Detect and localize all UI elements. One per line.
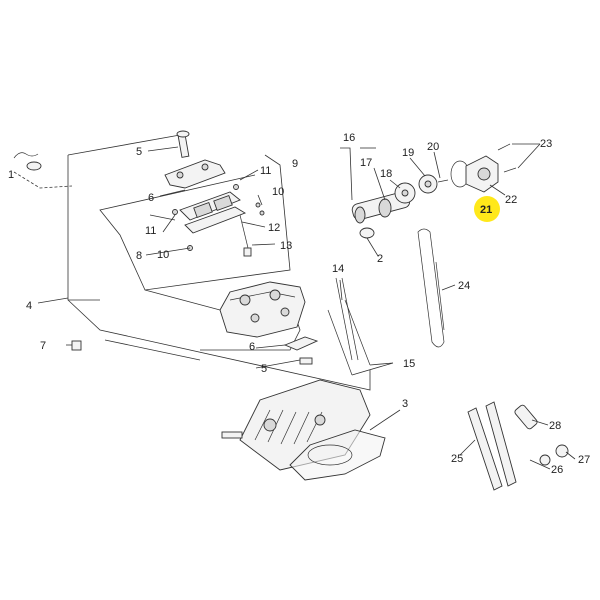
callout-6-upper[interactable]: 6 [148, 192, 154, 204]
callout-9[interactable]: 9 [292, 158, 298, 170]
part-15-pushrods [327, 299, 371, 376]
callout-15[interactable]: 15 [403, 358, 415, 370]
highlight-circle [474, 196, 500, 222]
callout-19[interactable]: 19 [402, 147, 414, 159]
callout-23[interactable]: 23 [540, 138, 552, 150]
callout-14[interactable]: 14 [332, 263, 344, 275]
part-27-bolt [555, 444, 569, 458]
part-6-upper-rocker [164, 159, 226, 189]
callout-8[interactable]: 8 [136, 250, 142, 262]
callout-10-upper[interactable]: 10 [272, 186, 284, 198]
callout-12[interactable]: 12 [268, 222, 280, 234]
callout-13[interactable]: 13 [280, 240, 292, 252]
callout-18[interactable]: 18 [380, 168, 392, 180]
callout-4[interactable]: 4 [26, 300, 32, 312]
callout-24[interactable]: 24 [458, 280, 470, 292]
part-19-gear [418, 174, 438, 194]
callout-labels: 1 2 3 4 5 5 6 6 7 8 9 10 10 11 11 12 13 … [8, 132, 590, 476]
callout-27[interactable]: 27 [578, 454, 590, 466]
callout-5-lower[interactable]: 5 [261, 363, 267, 375]
part-5-upper-bolt [176, 130, 190, 158]
part-24-timing-chain [417, 228, 445, 348]
part-16-camshaft [351, 191, 411, 224]
part-14-pushrod [335, 277, 359, 361]
part-25-chain-guide [467, 407, 503, 491]
callout-1[interactable]: 1 [8, 169, 14, 181]
callout-20[interactable]: 20 [427, 141, 439, 153]
part-23-bolts [497, 143, 517, 173]
callout-11-upper[interactable]: 11 [260, 165, 271, 177]
callout-16[interactable]: 16 [343, 132, 355, 144]
leader-lines [37, 143, 576, 470]
callout-25[interactable]: 25 [451, 453, 463, 465]
callout-2[interactable]: 2 [377, 253, 383, 265]
part-2-washer [359, 227, 375, 239]
part-26-chain-guide [485, 401, 517, 487]
part-1-sensor [13, 152, 73, 189]
part-6-lower-rocker [283, 336, 319, 351]
callout-28[interactable]: 28 [549, 420, 561, 432]
callout-26[interactable]: 26 [551, 464, 563, 476]
part-28-tensioner [514, 404, 538, 430]
part-7-clip [71, 340, 82, 351]
cylinder-head-upper [219, 281, 306, 338]
callout-3[interactable]: 3 [402, 398, 408, 410]
callout-10-lower[interactable]: 10 [157, 249, 169, 261]
part-3-head-gasket [289, 429, 386, 481]
part-20-bolt [437, 179, 449, 183]
callout-22[interactable]: 22 [505, 194, 517, 206]
callout-7[interactable]: 7 [40, 340, 46, 352]
callout-17[interactable]: 17 [360, 157, 372, 169]
callout-5-upper[interactable]: 5 [136, 146, 142, 158]
callout-11-lower[interactable]: 11 [145, 225, 156, 237]
part-5-lower-bolt [299, 357, 313, 365]
part-22-cover [465, 155, 499, 193]
part-26-small-parts [539, 454, 551, 466]
callout-6-lower[interactable]: 6 [249, 341, 255, 353]
rocker-shaft-assembly [149, 184, 265, 257]
callout-21[interactable]: 21 [480, 204, 492, 216]
